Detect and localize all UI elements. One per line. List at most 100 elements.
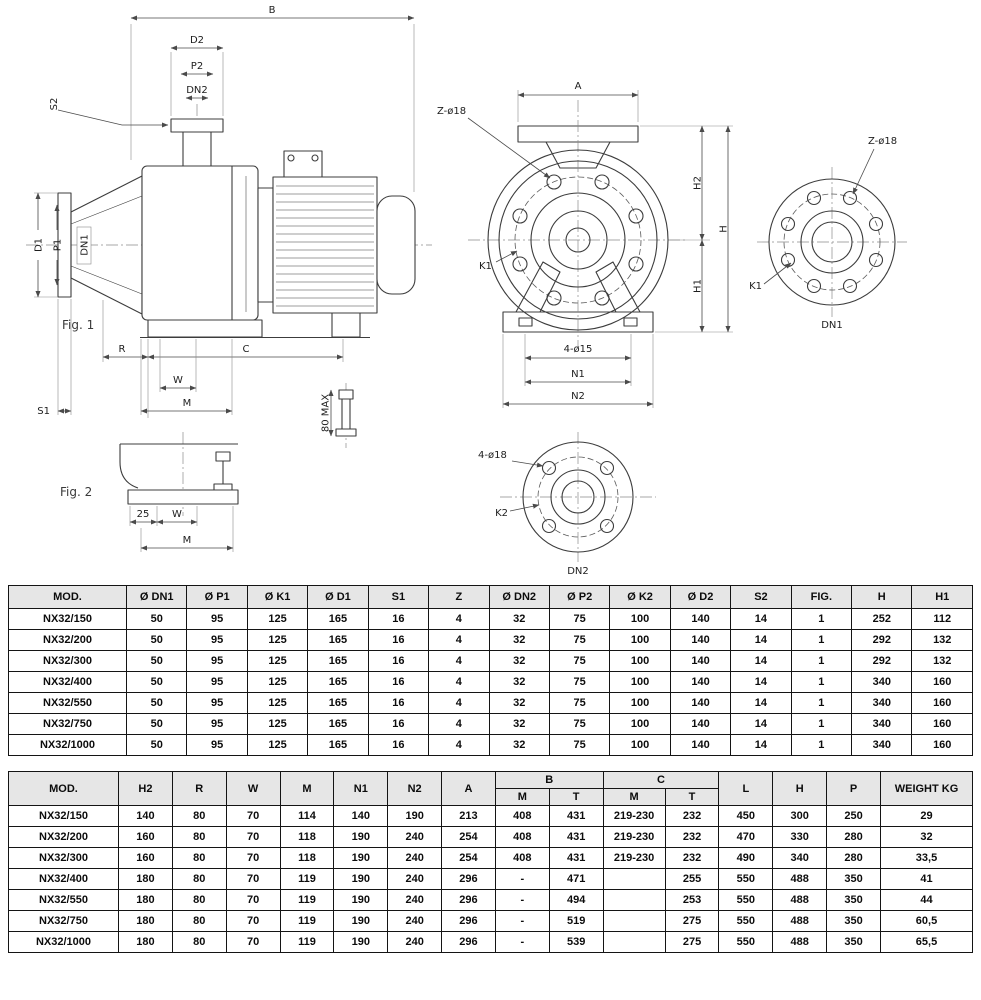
value-cell: 14 [730, 650, 792, 672]
pump-casing [141, 165, 259, 321]
value-cell: 16 [367, 629, 430, 651]
value-cell: 100 [609, 671, 671, 693]
value-cell: 340 [851, 671, 913, 693]
column-header: H [772, 771, 828, 806]
value-cell: 16 [367, 671, 430, 693]
value-cell: 50 [125, 629, 188, 651]
value-cell: 280 [826, 826, 881, 848]
value-cell: 431 [548, 805, 604, 827]
value-cell: 219-230 [602, 847, 666, 869]
fig2-view: Fig. 2 25 W M [60, 432, 239, 552]
dim-label-4x15: 4-ø15 [564, 344, 593, 355]
value-cell: 33,5 [880, 847, 973, 869]
dim-label-s1: S1 [37, 406, 50, 417]
value-cell: 350 [826, 868, 881, 890]
model-cell: NX32/400 [8, 671, 127, 693]
value-cell: 254 [441, 847, 496, 869]
value-cell: 550 [718, 868, 774, 890]
value-cell: 190 [333, 826, 389, 848]
value-cell: 32 [488, 671, 550, 693]
column-header-group-c: C [602, 771, 720, 789]
column-header: Ø DN1 [125, 585, 188, 609]
value-cell: 75 [548, 692, 611, 714]
value-cell: 160 [911, 692, 973, 714]
value-cell: 140 [669, 650, 732, 672]
value-cell: 165 [307, 650, 369, 672]
value-cell: 240 [387, 910, 443, 932]
model-cell: NX32/300 [8, 650, 127, 672]
value-cell: 539 [548, 931, 604, 953]
value-cell: 190 [387, 805, 443, 827]
value-cell: 125 [246, 671, 309, 693]
value-cell: 550 [718, 889, 774, 911]
dim-label-b: B [269, 5, 276, 16]
value-cell: 4 [428, 608, 490, 630]
value-cell: 16 [367, 692, 430, 714]
value-cell: 16 [367, 734, 430, 756]
value-cell: 252 [851, 608, 913, 630]
value-cell: 125 [246, 608, 309, 630]
stud-detail: 80 MAX [321, 383, 357, 448]
dim-label-k2: K2 [495, 508, 508, 519]
value-cell: 14 [730, 734, 792, 756]
dim-label-25: 25 [137, 509, 150, 520]
value-cell: 488 [772, 910, 828, 932]
column-header-weight: WEIGHT KG [880, 771, 973, 806]
value-cell: 488 [772, 889, 828, 911]
value-cell: 165 [307, 671, 369, 693]
value-cell: 471 [548, 868, 604, 890]
value-cell: 41 [880, 868, 973, 890]
value-cell: 180 [118, 889, 173, 911]
column-header: H [851, 585, 913, 609]
value-cell: 232 [664, 805, 720, 827]
value-cell: 70 [225, 868, 281, 890]
column-header: H1 [911, 585, 973, 609]
value-cell: 32 [488, 692, 550, 714]
dim-label-k1-flange: K1 [749, 281, 762, 292]
value-cell: 80 [171, 826, 227, 848]
value-cell: 165 [307, 692, 369, 714]
value-cell: 118 [279, 847, 335, 869]
value-cell: 4 [428, 671, 490, 693]
value-cell: 95 [186, 608, 248, 630]
model-cell: NX32/200 [8, 629, 127, 651]
dim-label-80max: 80 MAX [321, 394, 332, 432]
model-cell: NX32/400 [8, 868, 119, 890]
value-cell: 16 [367, 608, 430, 630]
value-cell: 32 [488, 629, 550, 651]
value-cell: 232 [664, 847, 720, 869]
column-header: R [171, 771, 227, 806]
value-cell: 4 [428, 650, 490, 672]
value-cell: 14 [730, 692, 792, 714]
dim-label-dn2: DN2 [186, 85, 208, 96]
value-cell: 80 [171, 910, 227, 932]
value-cell: 4 [428, 629, 490, 651]
value-cell: 296 [441, 889, 496, 911]
value-cell: 190 [333, 931, 389, 953]
value-cell: 240 [387, 868, 443, 890]
column-header: M [279, 771, 335, 806]
value-cell: 240 [387, 889, 443, 911]
model-cell: NX32/150 [8, 805, 119, 827]
value-cell: 275 [664, 931, 720, 953]
column-header: S1 [367, 585, 430, 609]
value-cell: 95 [186, 692, 248, 714]
value-cell: 519 [548, 910, 604, 932]
column-header: Ø K1 [246, 585, 309, 609]
value-cell: 125 [246, 692, 309, 714]
value-cell: 300 [772, 805, 828, 827]
table-header-row: MOD. H2 R W M N1 N2 A B C L H P WEIGHT K… [8, 771, 973, 806]
column-header-mod: MOD. [8, 585, 127, 609]
value-cell: 14 [730, 629, 792, 651]
flange-view-dn1: Z-ø18 K1 DN1 [749, 136, 907, 331]
value-cell [602, 931, 666, 953]
value-cell: 80 [171, 889, 227, 911]
value-cell: - [494, 910, 550, 932]
flange-view-dn2: 4-ø18 K2 DN2 [478, 432, 656, 577]
value-cell: 125 [246, 734, 309, 756]
column-header: N2 [387, 771, 443, 806]
dim-label-h: H [719, 225, 730, 233]
column-header: H2 [118, 771, 173, 806]
